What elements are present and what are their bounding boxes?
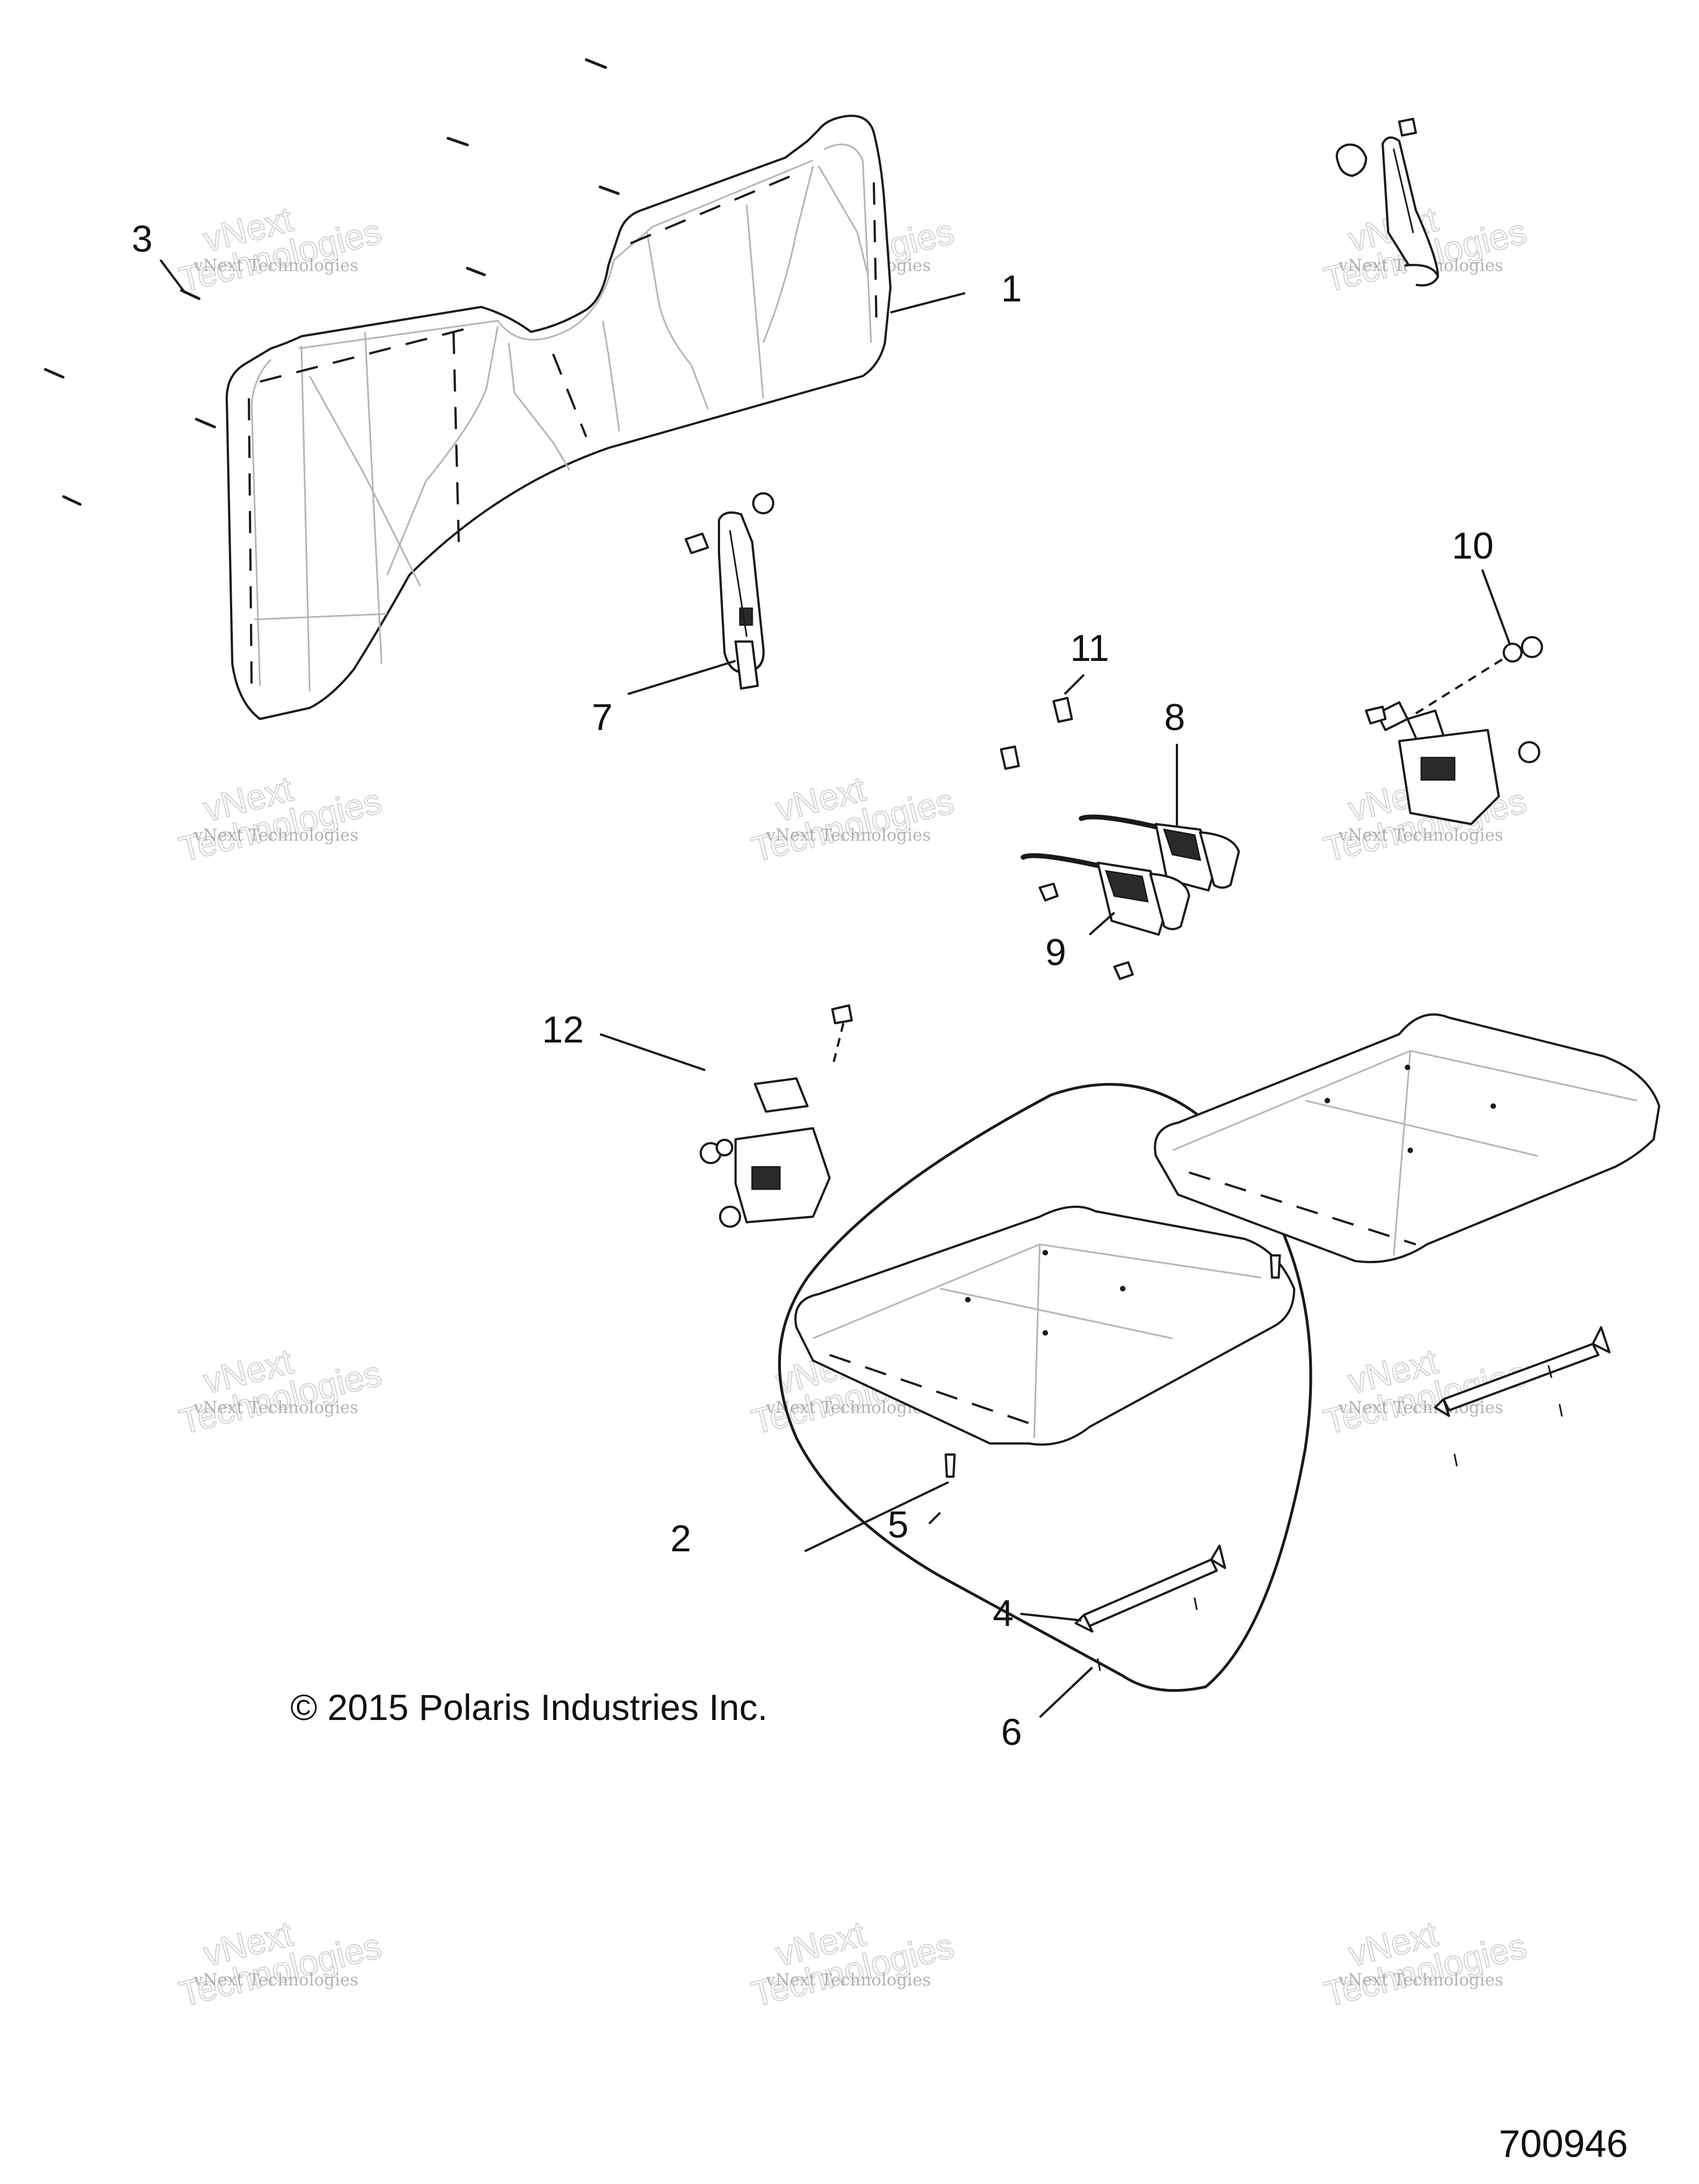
watermark: Technologies vNext vNext Technologies (747, 1913, 958, 2015)
buckle-assembly-left (700, 1004, 853, 1228)
washer-icon (1503, 643, 1523, 663)
nut-icon (1039, 883, 1059, 901)
bracket (1442, 1343, 1599, 1411)
svg-text:vNext Technologies: vNext Technologies (193, 1398, 358, 1417)
screw-icon (1453, 1453, 1458, 1467)
callout-4: 4 (993, 1592, 1014, 1634)
seat-back (226, 114, 892, 720)
screw-icon (1559, 1404, 1563, 1417)
copyright-text: © 2015 Polaris Industries Inc. (290, 1687, 768, 1728)
svg-text:vNext Technologies: vNext Technologies (1338, 1398, 1503, 1417)
callout-7: 7 (592, 696, 613, 738)
svg-text:vNext Technologies: vNext Technologies (193, 1971, 358, 1990)
stud-icon (945, 1453, 956, 1478)
svg-text:vNext Technologies: vNext Technologies (765, 826, 931, 845)
callout-12: 12 (542, 1009, 584, 1051)
callout-6: 6 (1001, 1711, 1022, 1753)
svg-text:vNext Technologies: vNext Technologies (193, 256, 358, 275)
svg-text:vNext Technologies: vNext Technologies (1338, 826, 1503, 845)
callout-9: 9 (1045, 931, 1066, 973)
seat-bottom-right (1154, 1013, 1660, 1263)
watermark: Technologies vNext vNext Technologies (1320, 199, 1531, 300)
svg-text:vNext Technologies: vNext Technologies (1338, 1971, 1503, 1990)
svg-text:vNext Technologies: vNext Technologies (193, 826, 358, 845)
bolt-icon (1398, 118, 1417, 137)
watermark: Technologies vNext vNext Technologies (1320, 1913, 1531, 2015)
bolt-icon (1052, 697, 1073, 723)
callout-1: 1 (1001, 268, 1022, 310)
svg-text:vNext Technologies: vNext Technologies (765, 1971, 931, 1990)
nut-icon (1518, 741, 1540, 763)
callout-8: 8 (1164, 696, 1185, 738)
screw-icon (598, 185, 620, 195)
bracket (1083, 1558, 1218, 1627)
watermark: Technologies vNext vNext Technologies (175, 199, 386, 300)
buckle-assembly-right (1365, 636, 1543, 825)
screw-icon (195, 418, 216, 429)
screw-icon (446, 137, 469, 147)
screw-icon (44, 368, 65, 379)
screw-icon (1097, 1658, 1101, 1671)
bolt-icon (1365, 706, 1387, 724)
nut-icon (1521, 636, 1543, 658)
mounting-hardware (945, 1254, 1611, 1671)
watermark: Technologies vNext vNext Technologies (175, 1913, 386, 2015)
watermark: Technologies vNext vNext Technologies (747, 768, 958, 870)
seat-back-outline (226, 114, 892, 720)
bolt-icon (685, 533, 709, 554)
screw-icon (1194, 1597, 1198, 1610)
bolt-icon (1000, 746, 1020, 770)
stud-icon (1270, 1254, 1281, 1279)
nut-icon (719, 1206, 741, 1228)
screw-icon (466, 267, 486, 277)
callout-11: 11 (1070, 627, 1109, 669)
leader-lines (159, 259, 1511, 1718)
screw-icon (585, 58, 607, 69)
document-id: 700946 (1499, 2122, 1628, 2165)
nut-icon (1113, 961, 1134, 980)
seat-belt-tongues (1000, 697, 1240, 980)
screw-icon (62, 495, 82, 506)
seat-belt-buckle-left (685, 492, 774, 690)
callout-3: 3 (132, 218, 153, 260)
callout-10: 10 (1452, 525, 1494, 567)
callout-labels: 1 2 3 4 5 6 7 8 9 10 11 12 (132, 218, 1494, 1753)
watermark: Technologies vNext vNext Technologies (175, 1341, 386, 1442)
bolt-icon (831, 1004, 853, 1024)
seat-bottom-group-outline (778, 1083, 1312, 1692)
washer-icon (716, 1139, 733, 1156)
callout-2: 2 (670, 1518, 691, 1560)
watermark: Technologies vNext vNext Technologies (175, 768, 386, 870)
callout-5: 5 (888, 1504, 909, 1546)
seat-belt-retractor-upper (1336, 118, 1439, 286)
